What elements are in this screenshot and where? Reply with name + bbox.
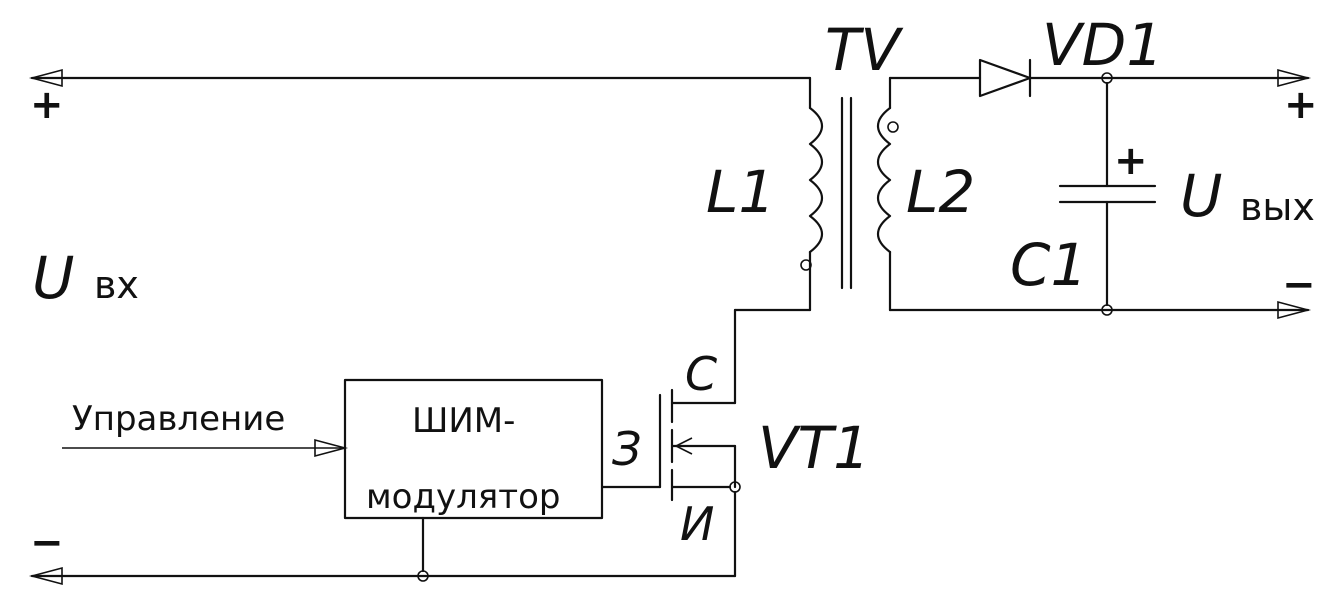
pwm-modulator-block (343, 378, 662, 573)
secondary-winding-l2 (876, 76, 899, 312)
input-minus-sign: − (30, 520, 64, 566)
primary-winding-l1 (733, 76, 824, 405)
output-minus-sign: − (1282, 262, 1316, 308)
output-positive-terminal (1277, 68, 1312, 88)
input-negative-rail (28, 566, 737, 586)
output-voltage-subscript: вых (1240, 185, 1315, 229)
output-voltage-symbol: U (1180, 162, 1222, 230)
source-label: И (680, 497, 714, 551)
diode-label: VD1 (1042, 11, 1163, 79)
transformer-core (840, 96, 853, 290)
input-voltage-subscript: вх (94, 263, 139, 307)
control-label: Управление (72, 399, 285, 439)
pwm-label-line1: ШИМ- (412, 401, 515, 441)
input-voltage-symbol: U (32, 244, 74, 312)
gate-label: З (612, 422, 642, 476)
drain-label: С (685, 347, 717, 401)
transformer-label: TV (825, 16, 904, 84)
capacitor-plus-sign: + (1114, 138, 1148, 184)
capacitor-label: C1 (1010, 231, 1087, 299)
primary-label: L1 (706, 158, 775, 226)
output-negative-rail (888, 300, 1312, 320)
control-input-line (62, 438, 349, 458)
capacitor-c1 (1058, 81, 1157, 307)
input-plus-sign: + (30, 82, 64, 128)
transistor-vt1 (658, 388, 741, 578)
pwm-label-line2: модулятор (366, 477, 560, 517)
input-positive-rail (28, 68, 812, 88)
output-plus-sign: + (1284, 82, 1318, 128)
transistor-label: VT1 (758, 414, 870, 482)
secondary-label: L2 (906, 158, 975, 226)
diode-vd1 (888, 58, 1310, 98)
